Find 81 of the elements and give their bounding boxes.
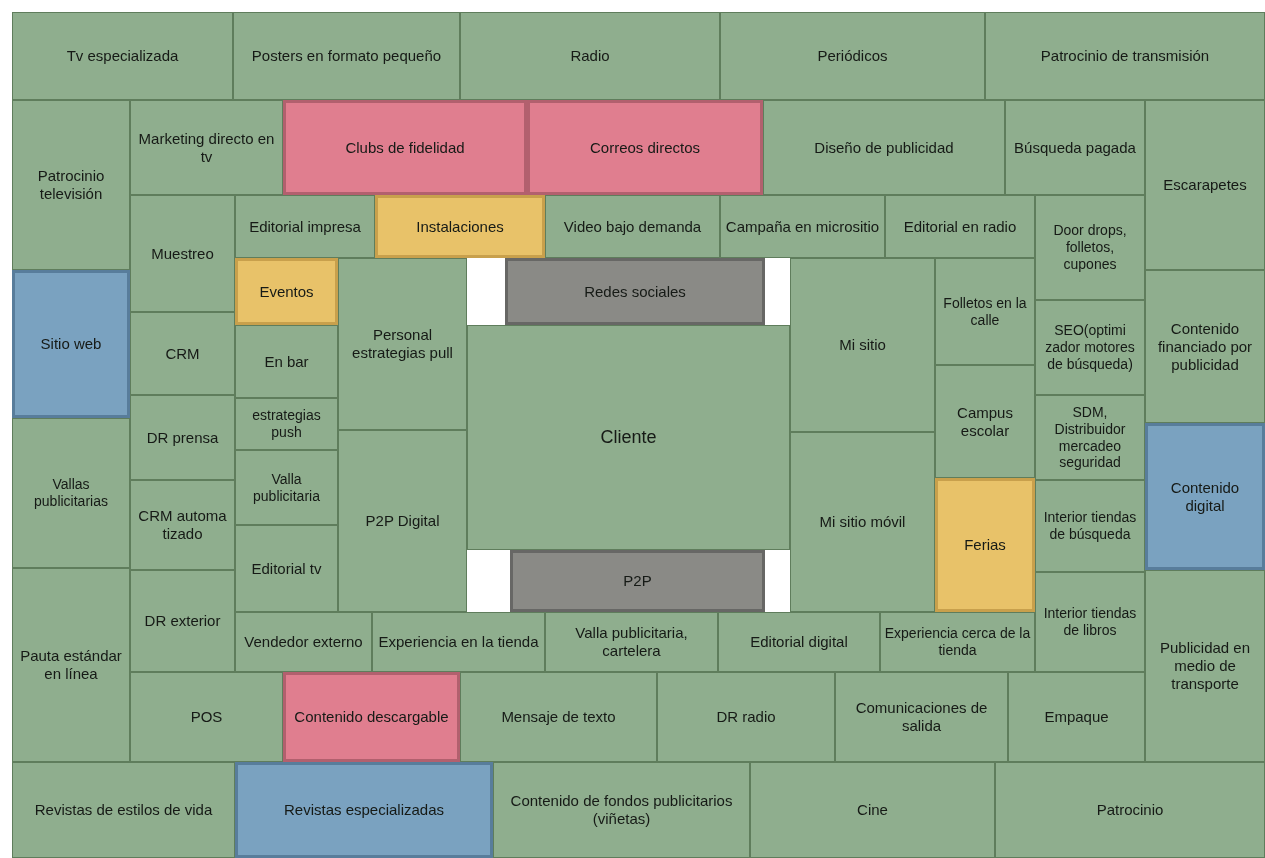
channel-label: Clubs de fidelidad (345, 138, 465, 157)
channel-label: P2P (623, 572, 652, 590)
channel-tile (1035, 395, 1145, 480)
channel-label: Video bajo demanda (563, 217, 702, 236)
channel-label: Empaque (1044, 708, 1109, 726)
channel-tile (1035, 480, 1145, 572)
channel-label: Interior tiendas de libros (1042, 605, 1138, 639)
channel-label: Redes sociales (584, 282, 686, 301)
channel-label: Comunicaciones de salida (854, 699, 989, 735)
channel-label: Patrocinio de transmisión (1040, 47, 1210, 65)
channel-label: Revistas especializadas (283, 801, 445, 819)
channel-label: Contenido de fondos publicitarios (viñetas) (509, 792, 734, 828)
channel-tile (505, 258, 765, 325)
channel-label: POS (190, 708, 223, 726)
channel-label: SDM, Distribuidor mercadeo seguridad (1053, 403, 1127, 472)
channel-tile (510, 550, 765, 612)
channel-label: Revistas de estilos de vida (34, 801, 213, 819)
channel-label: Búsqueda pagada (1014, 138, 1136, 157)
channel-tile (1035, 300, 1145, 395)
channel-label: Tv especializada (66, 47, 179, 65)
channel-tile (235, 525, 338, 612)
channel-label: Diseño de publicidad (814, 138, 954, 157)
channel-label: Vallas publicitarias (33, 476, 109, 510)
channel-label: Eventos (259, 282, 314, 301)
channel-label: Experiencia en la tienda (378, 633, 539, 651)
channel-label: Publicidad en medio de transporte (1158, 639, 1252, 693)
channel-tile (235, 325, 338, 398)
channel-label: Mensaje de texto (501, 708, 616, 726)
channel-label: Personal estrategias pull (351, 326, 454, 362)
channel-label: Valla publicitaria, cartelera (574, 624, 689, 660)
channel-label: Editorial digital (750, 633, 848, 651)
channel-label: Contenido descargable (294, 708, 449, 726)
channel-tile (1035, 572, 1145, 672)
channel-label: Cine (857, 801, 888, 819)
channel-label: Correos directos (589, 138, 700, 157)
channel-label: Contenido digital (1169, 478, 1241, 515)
channel-label: Campaña en micrositio (725, 217, 880, 236)
channel-tile (130, 395, 235, 480)
channel-label: SEO(optimi zador motores de búsqueda) (1044, 322, 1136, 373)
channel-label: Patrocinio (1096, 801, 1164, 819)
channel-label: Valla publicitaria (252, 470, 321, 505)
channel-tile (235, 398, 338, 450)
channel-label: Mi sitio (839, 336, 886, 354)
channel-tile (235, 450, 338, 525)
channel-label: Contenido financiado por publicidad (1156, 319, 1254, 374)
channel-label: Editorial tv (251, 559, 322, 578)
channel-label: Vendedor externo (244, 633, 363, 651)
channel-label: Mi sitio móvil (819, 513, 906, 531)
channel-label: Marketing directo en tv (137, 129, 276, 166)
channel-label: Radio (570, 47, 610, 65)
channel-label: CRM automa tizado (137, 507, 228, 543)
channel-label: Ferias (964, 536, 1006, 554)
channel-label: P2P Digital (365, 512, 440, 530)
channel-label: Cliente (600, 426, 657, 449)
channel-label: Door drops, folletos, cupones (1052, 222, 1128, 273)
channel-label: Folletos en la calle (942, 294, 1028, 329)
channel-label: Pauta estándar en línea (19, 647, 123, 683)
channel-tile (467, 325, 790, 550)
channel-tile (1035, 195, 1145, 300)
channel-label: Escarapetes (1163, 176, 1247, 194)
channel-tile (235, 258, 338, 325)
channel-label: Patrocinio televisión (36, 167, 106, 203)
channel-label: Experiencia cerca de la tienda (884, 625, 1031, 659)
channel-label: DR radio (716, 708, 776, 726)
channel-tile (130, 570, 235, 672)
channel-label: Interior tiendas de búsqueda (1042, 509, 1138, 543)
channel-tile (130, 312, 235, 395)
channel-label: Muestreo (151, 244, 214, 263)
channel-label: CRM (165, 344, 200, 363)
channel-label: Editorial impresa (249, 217, 361, 236)
channel-label: En bar (264, 352, 309, 371)
channel-label: Instalaciones (416, 217, 504, 236)
channel-label: Periódicos (817, 47, 888, 65)
channel-label: Campus escolar (956, 403, 1014, 440)
channel-label: estrategias push (251, 407, 322, 441)
channel-label: Editorial en radio (903, 217, 1017, 236)
channel-label: Sitio web (40, 335, 102, 353)
channel-label: Posters en formato pequeño (251, 47, 442, 65)
channel-label: DR exterior (144, 612, 221, 630)
channel-tile (130, 480, 235, 570)
channel-label: DR prensa (146, 428, 219, 447)
